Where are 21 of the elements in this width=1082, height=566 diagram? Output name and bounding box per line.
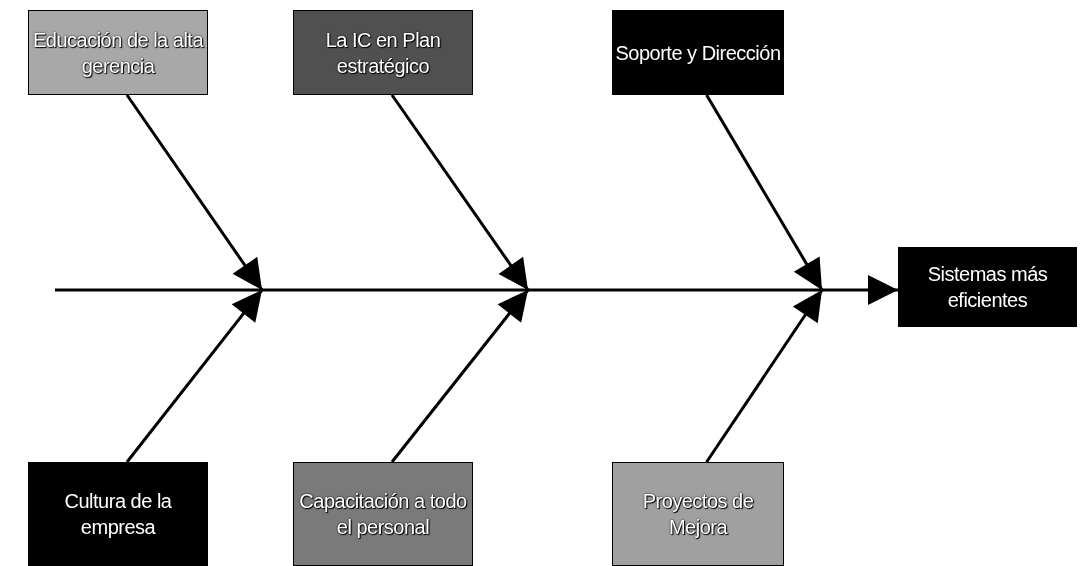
arrow — [55, 275, 898, 305]
cause-box — [28, 462, 208, 566]
cause-box — [293, 462, 473, 566]
arrow — [390, 289, 530, 463]
arrow — [705, 289, 824, 463]
arrow — [390, 94, 530, 291]
cause-box — [612, 10, 784, 95]
arrow — [705, 94, 824, 291]
box-label: Soporte y Dirección — [615, 40, 781, 66]
cause-box — [293, 10, 473, 95]
box-label: Educación de la alta gerencia — [31, 27, 206, 79]
cause-box — [612, 462, 784, 566]
box-label: Capacitación a todo el personal — [298, 489, 468, 540]
cause-box — [28, 10, 208, 95]
box-label: Proyectos de Mejora — [641, 489, 755, 540]
arrow — [125, 289, 264, 463]
box-label: Sistemas más eficientes — [926, 262, 1049, 313]
cause-box — [898, 247, 1077, 327]
box-label: Cultura de la empresa — [63, 489, 173, 540]
arrow — [125, 94, 264, 291]
box-label: La IC en Plan estratégico — [324, 27, 442, 79]
